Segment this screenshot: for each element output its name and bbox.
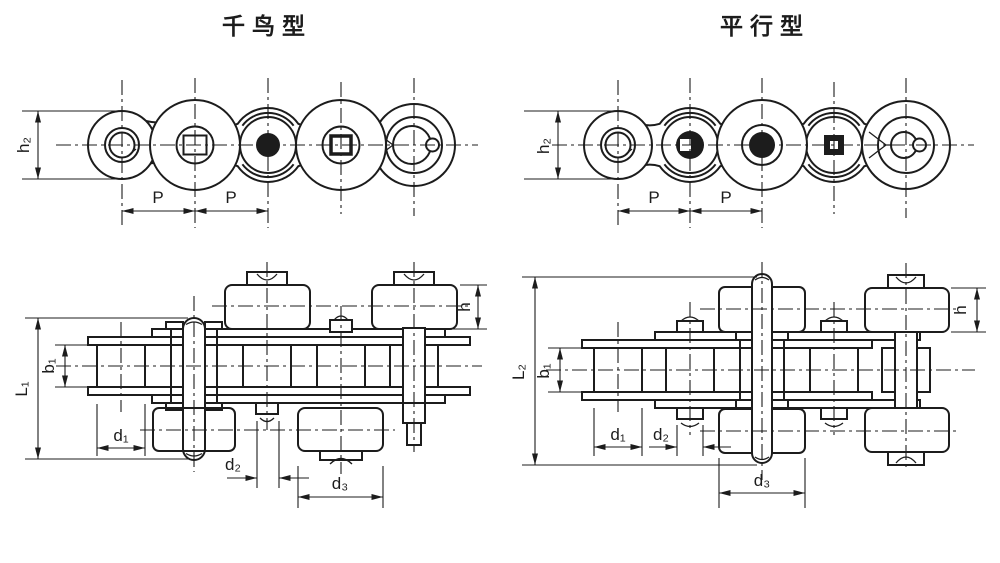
dim-label-d2-right: d₂ (653, 425, 669, 444)
dim-label-b1-left: b₁ (39, 358, 58, 373)
dim-label-pitch1-right: P (648, 188, 659, 207)
dim-label-h2-right: h₂ (534, 138, 553, 154)
dim-label-L2: L₂ (509, 364, 528, 380)
dim-label-h-left: h (455, 302, 474, 311)
right-chain-side-view (552, 78, 974, 228)
dim-label-d1-left: d₁ (113, 426, 128, 445)
dim-label-d2-left: d₂ (225, 455, 241, 474)
dim-label-b1-right: b₁ (534, 363, 553, 378)
dim-label-pitch2-right: P (720, 188, 731, 207)
dim-label-h-right: h (951, 305, 970, 314)
right-section-dimensions: L₂ b₁ d₁ d₂ d₃ h (509, 276, 986, 508)
right-side-view-dimensions: h₂ P P (524, 110, 762, 214)
dim-label-h2-left: h₂ (14, 137, 33, 153)
dim-label-L1: L₁ (12, 381, 31, 396)
dim-label-d3-right: d₃ (754, 471, 770, 490)
left-chain-section-view (56, 262, 482, 474)
dim-label-d1-right: d₁ (610, 425, 625, 444)
left-section-dimensions: L₁ b₁ d₁ d₂ d₃ h (12, 284, 487, 508)
inner-plate-top (581, 339, 873, 349)
title-parallel-type: 平行型 (720, 13, 810, 39)
inner-plate-bottom (581, 391, 873, 401)
left-chain-side-view (56, 78, 478, 228)
title-staggered-type: 千鸟型 (222, 13, 312, 39)
attachment-plate-bottom (151, 394, 446, 404)
right-chain-section-view (546, 262, 975, 480)
left-side-view-dimensions: h₂ P P (14, 110, 268, 214)
dim-label-pitch1-left: P (152, 188, 163, 207)
dim-label-pitch2-left: P (225, 188, 236, 207)
dim-label-d3-left: d₃ (332, 474, 348, 493)
